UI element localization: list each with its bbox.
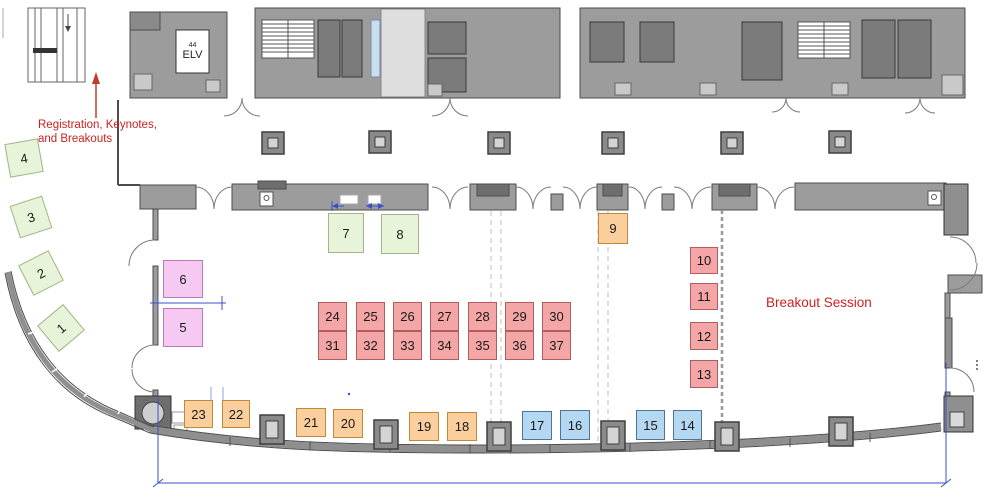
hall-top-wall bbox=[139, 180, 969, 236]
booth-10: 10 bbox=[690, 247, 718, 274]
booth-25: 25 bbox=[356, 302, 385, 331]
corridor-door-arcs bbox=[223, 97, 936, 117]
registration-line1: Registration, Keynotes, bbox=[38, 119, 157, 131]
registration-line2: and Breakouts bbox=[38, 132, 113, 145]
elevator-name: ELV bbox=[182, 49, 203, 61]
booth-8: 8 bbox=[381, 214, 419, 254]
side-door-arcs bbox=[128, 236, 978, 393]
stairs bbox=[797, 21, 851, 59]
booth-17: 17 bbox=[522, 411, 552, 440]
booth-30: 30 bbox=[542, 302, 571, 331]
breakout-session-annotation: Breakout Session bbox=[766, 295, 872, 310]
misc-dots bbox=[976, 360, 978, 370]
hall-door-arcs bbox=[195, 186, 795, 210]
booth-14: 14 bbox=[673, 410, 702, 440]
registration-arrow bbox=[92, 72, 100, 118]
stairs bbox=[261, 19, 315, 59]
booth-2: 2 bbox=[18, 250, 64, 296]
booth-29: 29 bbox=[505, 302, 534, 331]
dimension-lines bbox=[150, 201, 952, 488]
booth-28: 28 bbox=[468, 302, 497, 331]
booth-36: 36 bbox=[505, 331, 534, 360]
booth-31: 31 bbox=[318, 331, 347, 360]
booth-7: 7 bbox=[328, 213, 364, 253]
booth-16: 16 bbox=[560, 410, 590, 440]
booth-9: 9 bbox=[598, 213, 628, 244]
booth-32: 32 bbox=[356, 331, 385, 360]
pillar bbox=[600, 420, 626, 451]
booth-18: 18 bbox=[447, 412, 477, 441]
booth-26: 26 bbox=[393, 302, 422, 331]
booth-15: 15 bbox=[636, 410, 665, 440]
exterior-curve bbox=[4, 270, 155, 434]
booth-24: 24 bbox=[318, 302, 347, 331]
booth-22: 22 bbox=[222, 400, 250, 428]
booth-6: 6 bbox=[163, 260, 203, 298]
hall-pillars bbox=[259, 414, 854, 452]
booth-21: 21 bbox=[296, 408, 326, 437]
booth-12: 12 bbox=[690, 322, 718, 350]
pillar bbox=[373, 419, 399, 450]
corridor-pillars bbox=[261, 130, 852, 155]
booth-37: 37 bbox=[542, 331, 571, 360]
elevator-label: 44 ELV bbox=[176, 30, 209, 73]
booth-34: 34 bbox=[430, 331, 459, 360]
booth-27: 27 bbox=[430, 302, 459, 331]
booth-11: 11 bbox=[690, 283, 718, 310]
booth-33: 33 bbox=[393, 331, 422, 360]
booth-1: 1 bbox=[37, 304, 85, 352]
booth-35: 35 bbox=[468, 331, 497, 360]
elevator-number: 44 bbox=[188, 42, 197, 49]
registration-annotation: Registration, Keynotes, and Breakouts bbox=[38, 119, 157, 147]
booth-13: 13 bbox=[690, 360, 718, 388]
booth-20: 20 bbox=[333, 409, 363, 438]
building-core bbox=[2, 7, 966, 186]
booth-19: 19 bbox=[409, 412, 439, 441]
booth-23: 23 bbox=[184, 400, 213, 428]
booth-5: 5 bbox=[163, 308, 203, 347]
booth-3: 3 bbox=[9, 195, 53, 239]
escalator bbox=[27, 7, 86, 83]
